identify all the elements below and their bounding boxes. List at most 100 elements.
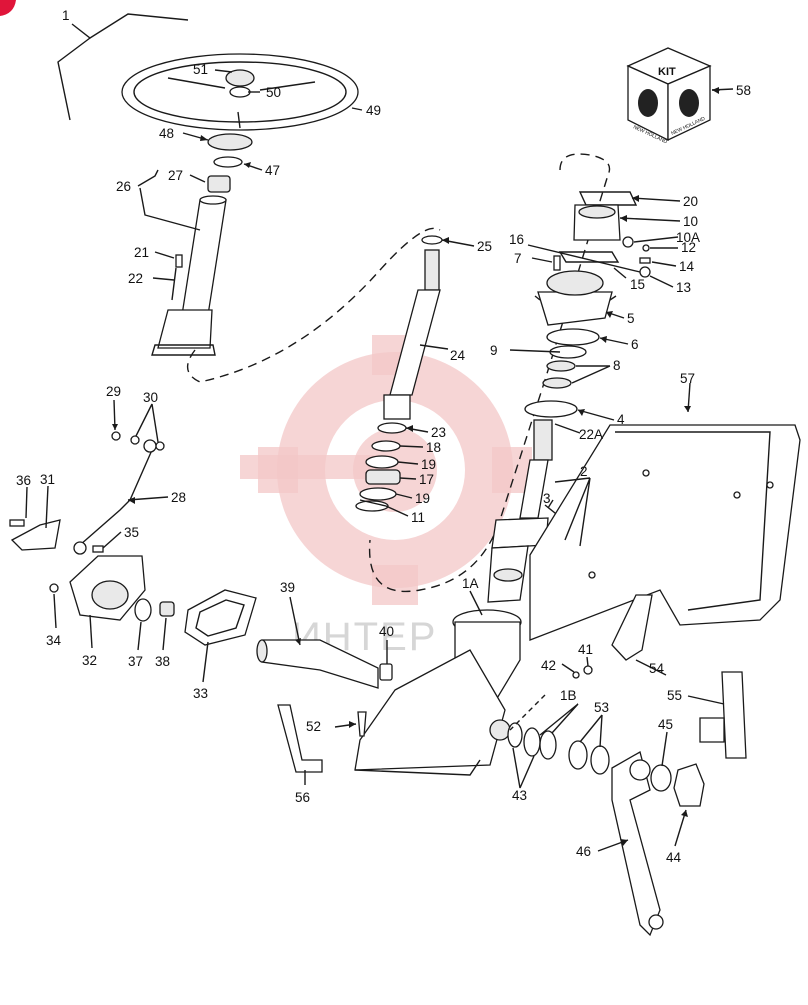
kit-label: KIT <box>658 66 676 78</box>
callout-6: 6 <box>631 337 639 352</box>
nut-30a <box>130 435 140 445</box>
column-bearing <box>207 175 231 193</box>
ring-4 <box>524 400 578 418</box>
shield-hole <box>642 469 650 477</box>
callout-25: 25 <box>477 239 492 254</box>
callout-11: 11 <box>411 510 425 525</box>
shaft-ring-19 <box>365 455 399 469</box>
callout-48: 48 <box>159 126 174 141</box>
shaft-bearing-17 <box>365 469 401 485</box>
shaft-ring-23 <box>377 422 407 434</box>
gasket-20 <box>578 191 638 206</box>
callout-32: 32 <box>82 653 97 668</box>
bracket-54 <box>611 594 653 661</box>
bolt-29 <box>111 431 121 441</box>
callout-54: 54 <box>649 661 665 676</box>
callout-58: 58 <box>736 83 751 98</box>
callout-34: 34 <box>46 633 62 648</box>
seal-53a <box>568 740 588 770</box>
callout-21: 21 <box>134 245 149 260</box>
callout-16: 16 <box>509 232 524 247</box>
callout-28: 28 <box>171 490 186 505</box>
steering-shaft <box>383 235 443 420</box>
bolt-35 <box>92 545 104 553</box>
leader-lines <box>25 13 734 852</box>
new-holland-logo-left <box>638 89 658 117</box>
callout-23: 23 <box>431 425 446 440</box>
callout-39: 39 <box>280 580 295 595</box>
worm-shaft-22A <box>487 419 553 603</box>
wheel-nut <box>229 86 251 98</box>
callout-35: 35 <box>124 525 139 540</box>
corner-mark <box>0 0 16 16</box>
bearing-8b <box>542 377 572 389</box>
bolt-41 <box>583 665 593 675</box>
seal-53b <box>590 745 610 775</box>
callout-56: 56 <box>295 790 310 805</box>
callout-7: 7 <box>514 251 522 266</box>
link-eye-top <box>143 439 157 453</box>
watermark-gear-logo <box>240 335 532 605</box>
seal-1B-a <box>523 727 541 757</box>
column-pin <box>175 254 183 268</box>
bolt-52 <box>357 711 367 737</box>
callout-50: 50 <box>266 85 281 100</box>
callout-1B: 1B <box>560 688 577 703</box>
bolt-34 <box>49 583 59 593</box>
callout-43: 43 <box>512 788 527 803</box>
callout-22: 22 <box>128 271 143 286</box>
seal-6 <box>546 328 600 346</box>
callout-13: 13 <box>676 280 691 295</box>
callout-55: 55 <box>667 688 682 703</box>
callout-15: 15 <box>630 277 645 292</box>
column-washer <box>213 156 243 168</box>
nut-30b <box>155 441 165 451</box>
callout-57: 57 <box>680 371 695 386</box>
callout-26: 26 <box>116 179 131 194</box>
shaft-ring-18 <box>371 440 401 452</box>
pitman-arm-eye <box>648 914 664 930</box>
gear-housing-top-5 <box>534 270 617 326</box>
bracket-31 <box>10 519 61 551</box>
shaft-ring-11 <box>355 500 389 512</box>
callout-12: 12 <box>681 240 696 255</box>
callout-53: 53 <box>594 700 609 715</box>
gasket-16 <box>558 251 620 263</box>
pin-12 <box>642 244 650 252</box>
callout-20: 20 <box>683 194 698 209</box>
shaft-ring-19b <box>359 487 397 501</box>
callout-1: 1 <box>62 8 70 23</box>
kit-box-58 <box>626 47 712 142</box>
callout-9: 9 <box>490 343 498 358</box>
callout-52: 52 <box>306 719 321 734</box>
wheel-washer <box>207 133 253 151</box>
callout-18: 18 <box>426 440 441 455</box>
callout-46: 46 <box>576 844 591 859</box>
nut-44 <box>673 763 705 807</box>
callout-51: 51 <box>193 62 208 77</box>
callout-38: 38 <box>155 654 170 669</box>
shield-57 <box>529 424 801 641</box>
bracket-55-foot <box>699 717 725 743</box>
pitman-arm-hub <box>629 759 651 781</box>
spring-38 <box>159 601 175 617</box>
callout-10A: 10A <box>676 230 700 245</box>
steering-wheel <box>121 53 359 131</box>
bracket-55 <box>721 671 747 759</box>
washer-45 <box>650 764 672 792</box>
bearing-8a <box>546 360 576 372</box>
sector-shaft-end <box>256 639 268 663</box>
plug-10A <box>622 236 634 248</box>
callout-labels: 1 51 50 49 48 47 27 26 21 22 25 24 23 18… <box>16 8 751 865</box>
callout-24: 24 <box>450 348 466 363</box>
callout-49: 49 <box>366 103 381 118</box>
callout-42: 42 <box>541 658 556 673</box>
gasket-33 <box>184 589 257 646</box>
callout-44: 44 <box>666 850 682 865</box>
oring-37 <box>134 598 152 622</box>
callout-45: 45 <box>658 717 673 732</box>
steering-column-tube <box>151 195 227 356</box>
callout-40: 40 <box>379 624 394 639</box>
callout-30: 30 <box>143 390 158 405</box>
